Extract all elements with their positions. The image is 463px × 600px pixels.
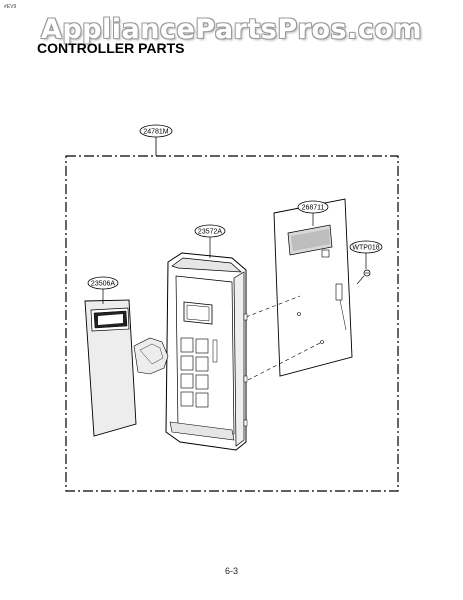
ribbon-connector xyxy=(133,337,169,375)
alignment-line-upper xyxy=(245,295,301,318)
label-frame-text: 23572A xyxy=(198,229,222,236)
screw-part xyxy=(356,269,371,285)
page-number: 6-3 xyxy=(224,566,238,576)
label-assembly: 24781M xyxy=(139,124,173,156)
corner-code: #EV9 xyxy=(4,4,17,10)
label-screw: WTP018 xyxy=(349,240,383,269)
page-title: CONTROLLER PARTS xyxy=(37,40,185,56)
watermark-logo: AppliancePartsPros.com xyxy=(40,14,423,45)
label-screw-text: WTP018 xyxy=(352,245,379,252)
label-sheet-text: 23506A xyxy=(91,281,115,288)
label-sheet: 23506A xyxy=(87,276,119,304)
control-sheet xyxy=(84,299,137,437)
label-assembly-text: 24781M xyxy=(143,129,168,136)
control-frame xyxy=(165,252,248,451)
pcb-board xyxy=(273,198,353,377)
assembly-boundary xyxy=(65,155,399,492)
label-frame: 23572A xyxy=(194,224,226,258)
label-pcb-text: 268711 xyxy=(302,205,325,212)
label-pcb: 268711 xyxy=(297,200,329,226)
